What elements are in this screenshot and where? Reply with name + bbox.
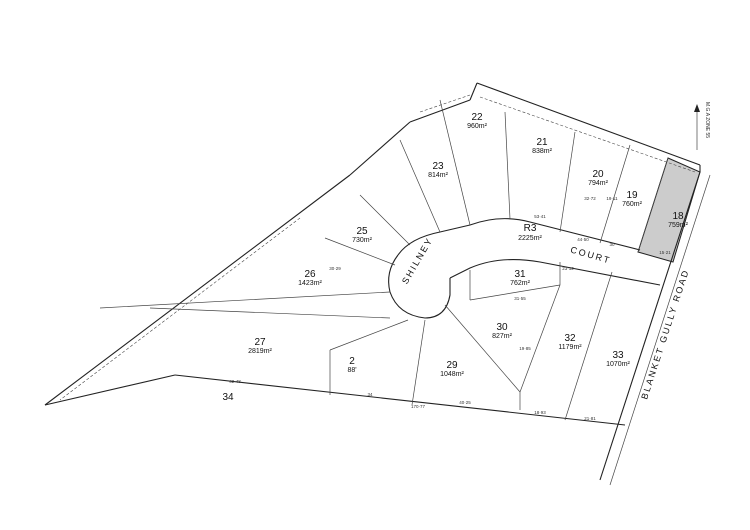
lot-line xyxy=(411,319,426,406)
dimension-label: 40·25 xyxy=(459,400,471,405)
lot-area: 88' xyxy=(347,367,356,374)
west-boundary xyxy=(349,121,411,176)
lot-number: 29 xyxy=(446,360,458,371)
north-west-boundary xyxy=(409,99,471,123)
dimension-label: 21·81 xyxy=(584,416,596,421)
road-name-shilney: SHILNEY xyxy=(400,235,435,285)
lot-number: 33 xyxy=(612,350,624,361)
lot-number: 34 xyxy=(222,392,234,403)
dimension-label: 18·93 xyxy=(534,410,546,415)
lot-line xyxy=(559,131,576,233)
dimension-label: 19·85 xyxy=(519,346,531,351)
dimension-label: 19·11 xyxy=(606,196,618,201)
reserve-number: R3 xyxy=(524,223,537,234)
lot-area: 759m² xyxy=(668,222,689,229)
lot-area: 1179m² xyxy=(558,344,582,351)
lot-line xyxy=(469,284,561,301)
dimension-label: 30 xyxy=(609,242,615,247)
easement-line xyxy=(479,96,696,173)
dimension-label: 53·41 xyxy=(534,214,546,219)
lot-area: 1070m² xyxy=(606,361,630,368)
lot-area: 960m² xyxy=(467,123,488,130)
lot-area: 1423m² xyxy=(298,280,322,287)
lot-line xyxy=(99,291,391,309)
easement-line xyxy=(419,94,471,113)
lot-area: 762m² xyxy=(510,280,531,287)
lot-number: 31 xyxy=(514,269,526,280)
lot-line xyxy=(637,157,669,253)
lot-line xyxy=(599,144,631,244)
dimension-label: 34 xyxy=(367,392,373,397)
lot-line xyxy=(359,194,411,246)
lot-line xyxy=(504,111,511,220)
north-boundary-stub xyxy=(469,82,478,101)
lot-area: 760m² xyxy=(622,201,643,208)
north-label: M.G.A ZONE 55 xyxy=(704,102,710,138)
south-boundary xyxy=(44,374,176,406)
lot-area: 1048m² xyxy=(440,371,464,378)
blanket-gully-road-edge-outer xyxy=(609,174,711,486)
dimension-label: 170·77 xyxy=(411,404,426,409)
blanket-gully-road-edge xyxy=(599,171,701,481)
lot-area: 794m² xyxy=(588,180,609,187)
north-arrow-head xyxy=(694,104,700,112)
lot-line xyxy=(329,319,409,351)
south-west-boundary xyxy=(44,174,351,406)
lot-area: 730m² xyxy=(352,237,373,244)
lot-number: 30 xyxy=(496,322,508,333)
road-name-court: COURT xyxy=(569,245,612,266)
reserve-area: 2225m² xyxy=(518,235,542,242)
lot-number: 20 xyxy=(592,169,604,180)
north-boundary xyxy=(476,82,701,166)
lot-18-highlight xyxy=(637,157,701,263)
dimension-label: 31·55 xyxy=(514,296,526,301)
dimension-label: 15·21 xyxy=(659,250,671,255)
lot-number: 2 xyxy=(349,356,355,367)
dimension-label: 30·29 xyxy=(329,266,341,271)
lot-area: 2819m² xyxy=(248,348,272,355)
lot-number: 27 xyxy=(254,337,266,348)
dimension-label: 32·72 xyxy=(584,196,596,201)
cul-de-sac-bulb xyxy=(388,254,451,319)
lot-number: 18 xyxy=(672,211,684,222)
lot-34-boundary xyxy=(174,374,626,426)
lot-area: 838m² xyxy=(532,148,553,155)
lot-line xyxy=(564,271,613,421)
dimension-label: 44·50 xyxy=(577,237,589,242)
lot-number: 32 xyxy=(564,333,576,344)
court-south-edge xyxy=(449,259,661,286)
lot-line xyxy=(519,284,561,393)
lot-line xyxy=(439,99,471,226)
dimension-label: 23·12 xyxy=(562,266,574,271)
lot-line xyxy=(324,237,396,266)
lot-number: 23 xyxy=(432,161,444,172)
lot-area: 827m² xyxy=(492,333,513,340)
lot-line xyxy=(399,139,441,233)
lot-number: 21 xyxy=(536,137,548,148)
dimension-label: 42·48 xyxy=(229,379,241,384)
lot-number: 22 xyxy=(471,112,483,123)
lot-number: 19 xyxy=(626,190,638,201)
lot-line xyxy=(444,304,521,393)
lot-number: 25 xyxy=(356,226,368,237)
lot-line xyxy=(149,307,391,319)
lot-number: 26 xyxy=(304,269,316,280)
lot-area: 814m² xyxy=(428,172,449,179)
